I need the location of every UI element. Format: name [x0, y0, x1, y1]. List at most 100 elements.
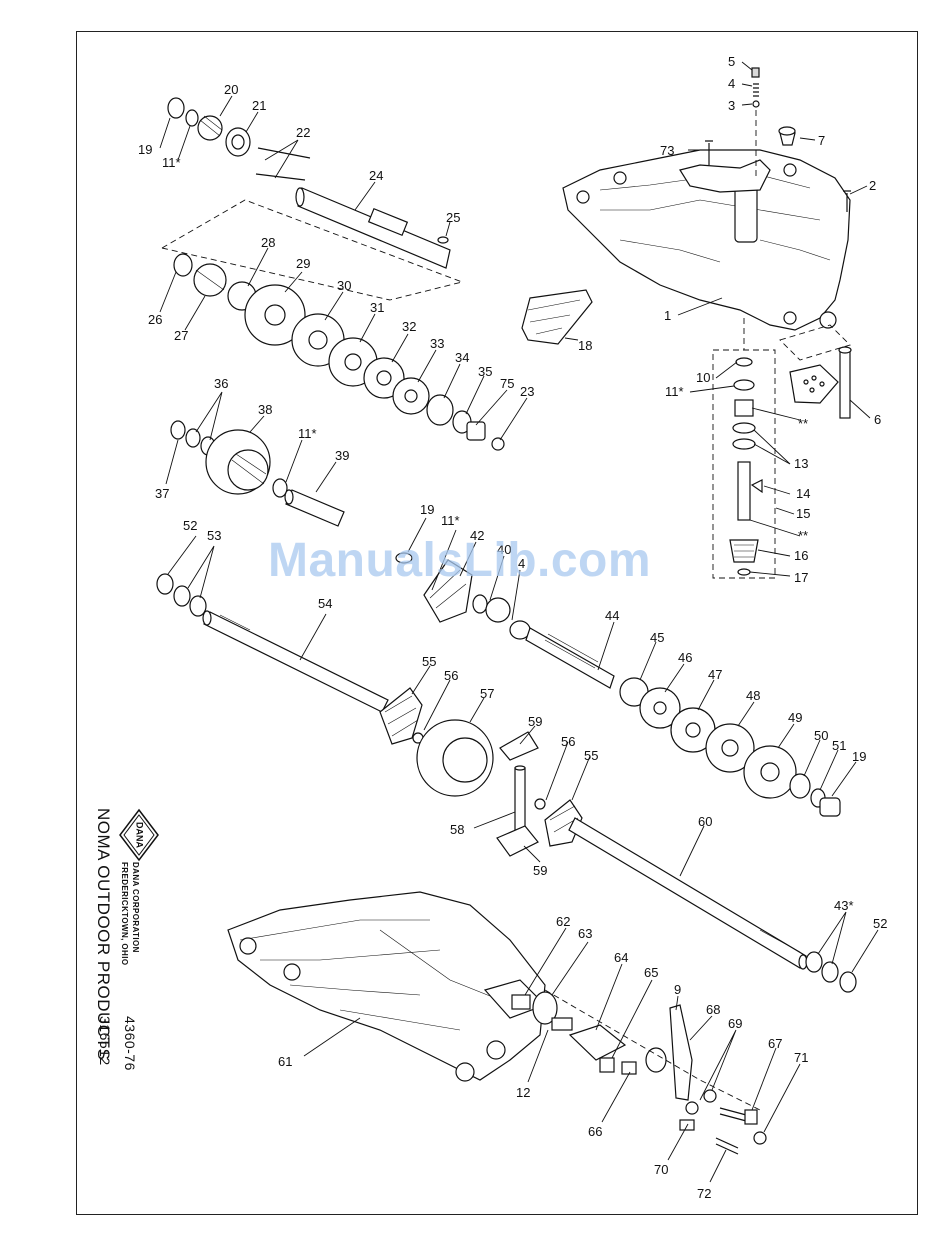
part-label: 14 — [796, 486, 810, 501]
shaft-group-box — [161, 199, 464, 301]
part-label: 28 — [261, 235, 275, 250]
gear-train-upper — [173, 253, 505, 451]
lower-right-parts — [511, 989, 767, 1155]
part-label: 33 — [430, 336, 444, 351]
part-label: 73 — [660, 143, 674, 158]
part-label: 47 — [708, 667, 722, 682]
part-label: ** — [798, 528, 808, 543]
leader-lines — [159, 61, 879, 1183]
part-label: 60 — [698, 814, 712, 829]
dana-logo: DANA — [119, 808, 159, 862]
part-label: 31 — [370, 300, 384, 315]
part-label: 48 — [746, 688, 760, 703]
upper-housing — [562, 149, 851, 331]
top-left-parts — [167, 97, 311, 181]
part-label: 6 — [874, 412, 881, 427]
part-label: 11* — [441, 513, 460, 528]
part-label: 66 — [588, 1124, 602, 1139]
part-label: 53 — [207, 528, 221, 543]
part-label: 55 — [584, 748, 598, 763]
part-label: 65 — [644, 965, 658, 980]
part-label: 25 — [446, 210, 460, 225]
part-label: 58 — [450, 822, 464, 837]
part-label: 40 — [497, 542, 511, 557]
part-label: 52 — [183, 518, 197, 533]
part-label: 71 — [794, 1050, 808, 1065]
svg-text:DANA: DANA — [135, 822, 145, 848]
part-label: 29 — [296, 256, 310, 271]
page-border — [76, 31, 918, 1215]
part-label: 70 — [654, 1162, 668, 1177]
shaft-60 — [568, 817, 857, 993]
part-label: 57 — [480, 686, 494, 701]
top-small-parts — [705, 67, 851, 212]
part-label: 13 — [794, 456, 808, 471]
manufacturer-line-2: FREDERICKTOWN, OHIO — [120, 862, 129, 966]
part-label: 30 — [337, 278, 351, 293]
part-label: 15 — [796, 506, 810, 521]
part-label: 46 — [678, 650, 692, 665]
part-label: 11* — [298, 426, 317, 441]
lower-housing — [227, 891, 547, 1082]
part-label: 59 — [528, 714, 542, 729]
part-label: 4 — [518, 556, 525, 571]
part-label: 1 — [664, 308, 671, 323]
part-label: 11* — [162, 155, 181, 170]
shaft-54 — [156, 573, 389, 713]
part-label: 3 — [728, 98, 735, 113]
part-label: 54 — [318, 596, 332, 611]
part-label: 59 — [533, 863, 547, 878]
part-label: 9 — [674, 982, 681, 997]
part-label: 38 — [258, 402, 272, 417]
part-label: 5 — [728, 54, 735, 69]
part-label: 52 — [873, 916, 887, 931]
part-label: 18 — [578, 338, 592, 353]
part-label: 26 — [148, 312, 162, 327]
part-label: 67 — [768, 1036, 782, 1051]
part-label: ** — [798, 416, 808, 431]
part-label: 10 — [696, 370, 710, 385]
part-label: 34 — [455, 350, 469, 365]
part-label: 24 — [369, 168, 383, 183]
manufacturer-line-1: DANA CORPORATION — [131, 862, 140, 953]
part-label: 21 — [252, 98, 266, 113]
part-label: 43* — [834, 898, 854, 913]
right-gear-train — [619, 677, 841, 817]
part-label: 42 — [470, 528, 484, 543]
part-label: 27 — [174, 328, 188, 343]
part-label: 37 — [155, 486, 169, 501]
part-label: 19 — [138, 142, 152, 157]
cluster-gear-38 — [170, 420, 345, 527]
part-number: 316512 — [97, 1016, 113, 1066]
chain-18 — [521, 289, 593, 345]
shaft-24 — [295, 187, 451, 269]
part-label: 62 — [556, 914, 570, 929]
differential — [379, 687, 583, 857]
part-label: 51 — [832, 738, 846, 753]
part-label: 55 — [422, 654, 436, 669]
doc-number: 4360-76 — [122, 1016, 138, 1071]
part-label: 45 — [650, 630, 664, 645]
part-label: 63 — [578, 926, 592, 941]
part-label: 36 — [214, 376, 228, 391]
shift-group-box — [712, 318, 776, 579]
part-label: 19 — [420, 502, 434, 517]
part-number-labels: 5 4 3 73 7 2 1 20 21 22 19 11* 24 25 26 … — [138, 54, 887, 1201]
part-label: 22 — [296, 125, 310, 140]
part-label: 75 — [500, 376, 514, 391]
part-label: 49 — [788, 710, 802, 725]
part-label: 19 — [852, 749, 866, 764]
part-label: 39 — [335, 448, 349, 463]
part-label: 20 — [224, 82, 238, 97]
part-label: 61 — [278, 1054, 292, 1069]
part-label: 69 — [728, 1016, 742, 1031]
part-label: 11* — [665, 384, 684, 399]
part-label: 7 — [818, 133, 825, 148]
part-label: 17 — [794, 570, 808, 585]
part-label: 23 — [520, 384, 534, 399]
part-label: 56 — [444, 668, 458, 683]
watermark: ManualsLib.com — [268, 534, 652, 587]
part-label: 44 — [605, 608, 619, 623]
bracket-6 — [779, 324, 852, 419]
